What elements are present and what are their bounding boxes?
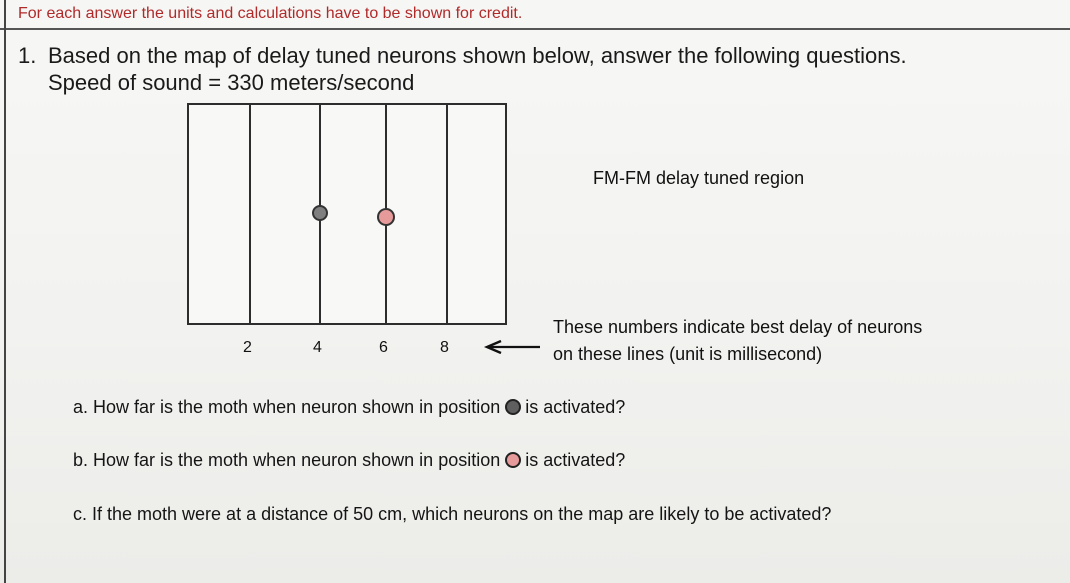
subquestion-a-text: a. How far is the moth when neuron shown… xyxy=(73,397,501,417)
left-border-rule xyxy=(4,0,6,583)
tick-label-6: 6 xyxy=(379,339,388,356)
pink-neuron-marker xyxy=(377,208,395,226)
subquestion-a-ending: is activated? xyxy=(525,397,626,417)
tick-label-8: 8 xyxy=(440,339,449,356)
best-delay-note-line-1: These numbers indicate best delay of neu… xyxy=(553,317,923,337)
subquestion-c: c. If the moth were at a distance of 50 … xyxy=(73,504,832,524)
gray-neuron-marker xyxy=(312,205,328,221)
speed-of-sound-line: Speed of sound = 330 meters/second xyxy=(48,70,415,95)
subquestion-b-ending: is activated? xyxy=(525,450,626,470)
fm-fm-region-label: FM-FM delay tuned region xyxy=(593,168,805,188)
tick-label-2: 2 xyxy=(243,339,252,356)
gray-neuron-inline-icon xyxy=(505,399,522,415)
credit-instruction: For each answer the units and calculatio… xyxy=(18,5,523,22)
top-header-band xyxy=(0,0,1070,30)
left-arrow-icon xyxy=(483,339,540,355)
map-line-8ms xyxy=(446,105,448,323)
subquestion-b: b. How far is the moth when neuron shown… xyxy=(73,450,625,471)
question-1-prompt: Based on the map of delay tuned neurons … xyxy=(48,43,907,68)
pink-neuron-inline-icon xyxy=(505,452,522,468)
best-delay-note-line-2: on these lines (unit is millisecond) xyxy=(553,344,823,364)
subquestion-a: a. How far is the moth when neuron shown… xyxy=(73,397,625,418)
question-number: 1. xyxy=(18,43,37,68)
delay-tuned-map xyxy=(187,103,507,325)
subquestion-b-text: b. How far is the moth when neuron shown… xyxy=(73,450,501,470)
question-1-line-1: 1. Based on the map of delay tuned neuron… xyxy=(18,43,907,69)
map-line-2ms xyxy=(249,105,251,323)
tick-label-4: 4 xyxy=(313,339,322,356)
